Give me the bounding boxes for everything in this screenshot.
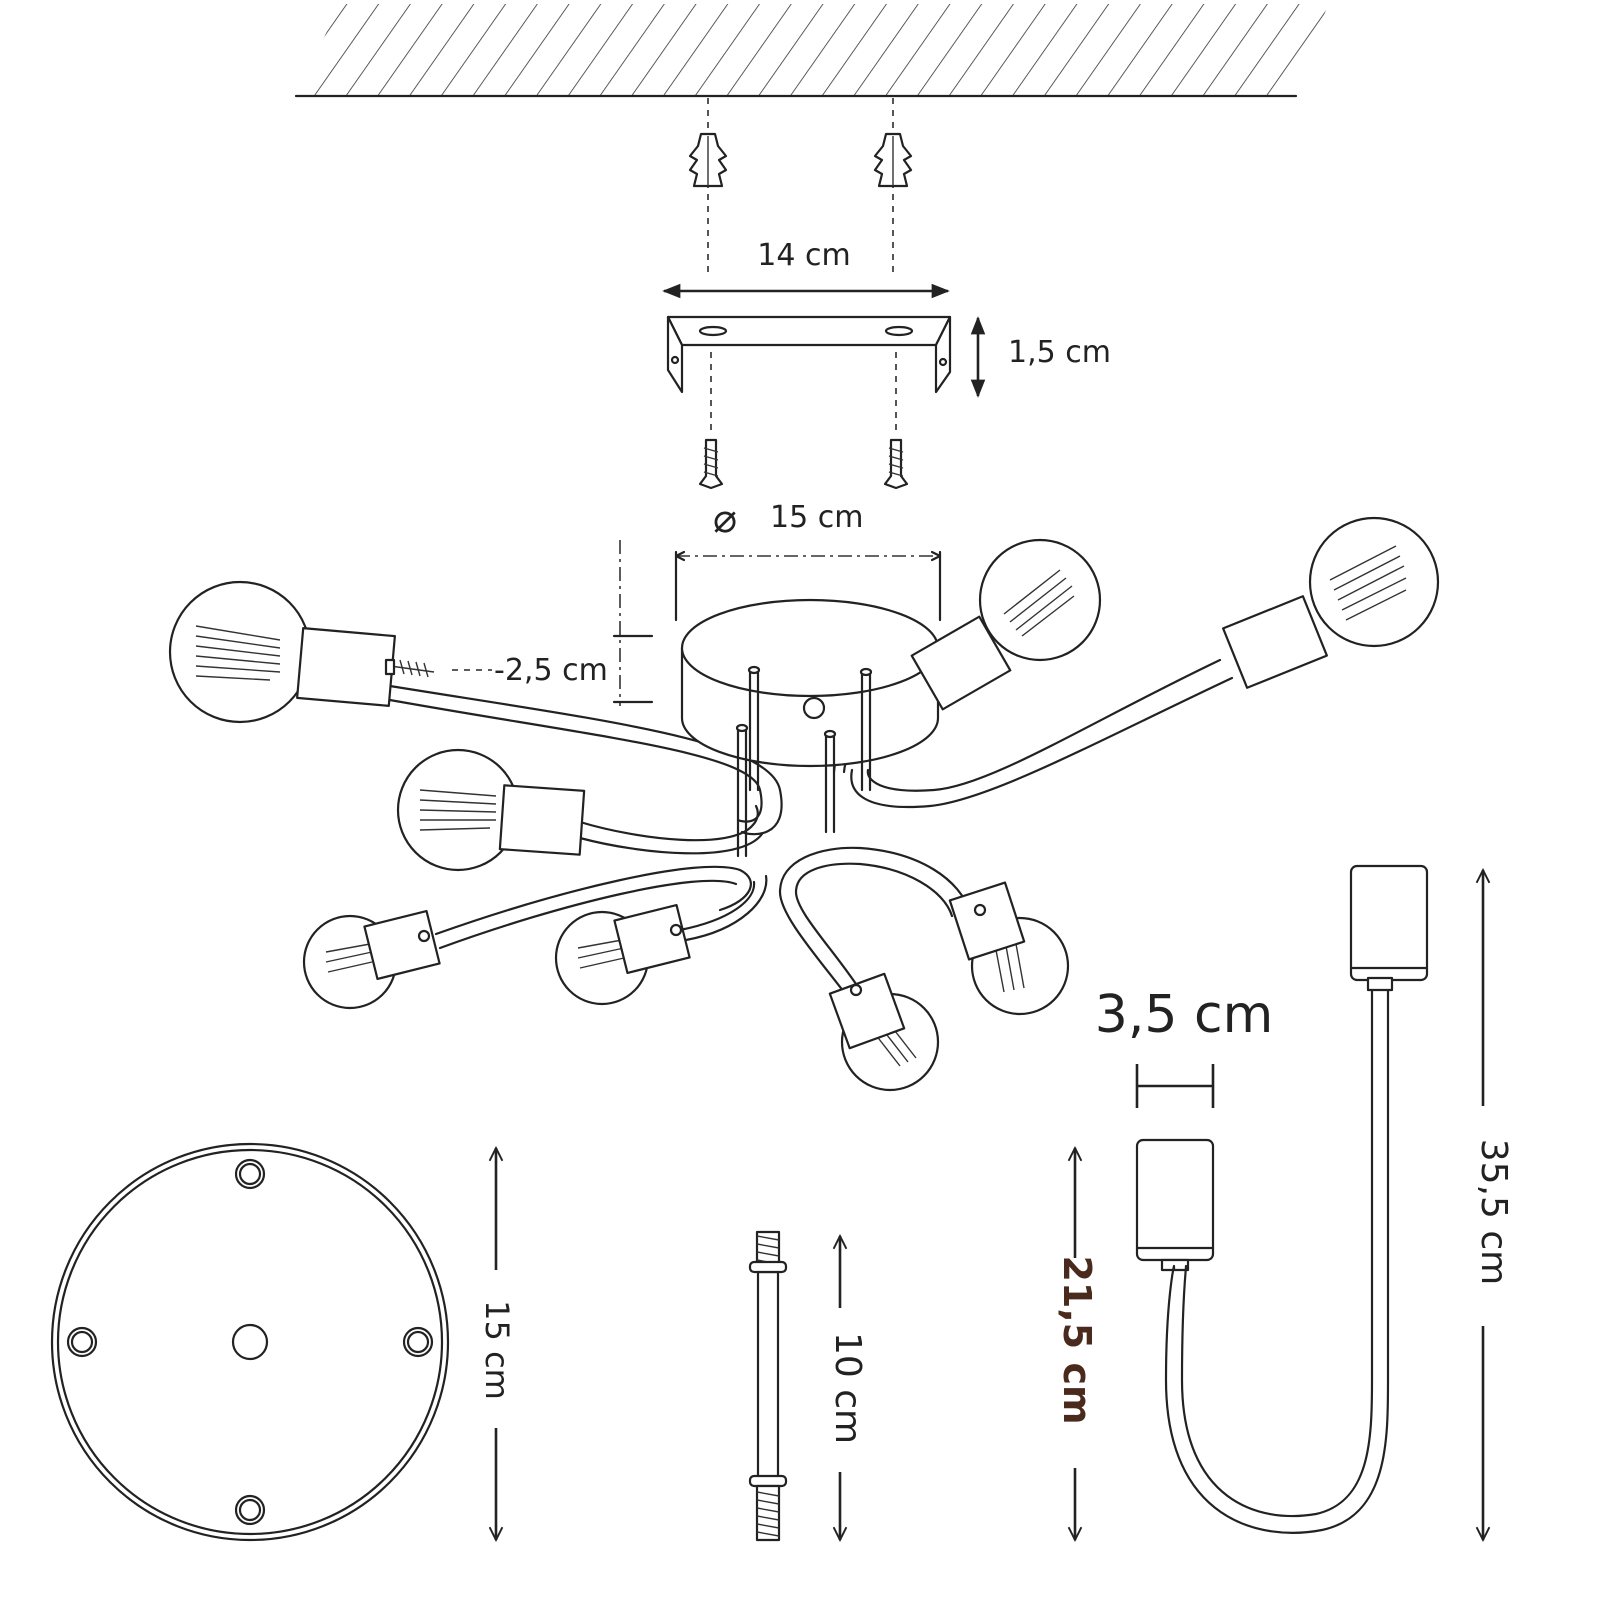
canopy-height-label: 15 cm — [478, 1300, 516, 1400]
canopy-diameter-label: 15 cm — [770, 500, 863, 535]
mounting-bracket — [666, 315, 952, 394]
canopy — [680, 598, 940, 858]
short-arm-label: 21,5 cm — [1055, 1255, 1099, 1424]
wall-plug-right — [873, 132, 913, 188]
bracket-height-label: 1,5 cm — [1008, 335, 1111, 370]
socket-width-label: 3,5 cm — [1095, 985, 1273, 1045]
bulb-lower-left-2 — [554, 903, 691, 1006]
bulb-top-left — [168, 580, 435, 724]
rod-length-label: 10 cm — [827, 1332, 868, 1444]
bracket-height-dimension: 1,5 cm — [970, 316, 1111, 398]
long-arm-label: 35,5 cm — [1473, 1139, 1514, 1285]
long-arm-dimension: 35,5 cm — [1473, 870, 1514, 1540]
bracket-length-label: 14 cm — [757, 238, 850, 273]
bulb-far-right — [1222, 516, 1440, 689]
bracket-length-dimension: 14 cm — [662, 238, 950, 299]
bulb-middle-left — [396, 748, 586, 872]
wall-plug-left — [688, 132, 728, 188]
socket-width-dimension: 3,5 cm — [1095, 985, 1273, 1108]
bulb-lower-center — [828, 972, 940, 1092]
screw-depth-dimension: -2,5 cm — [452, 540, 654, 706]
ceiling-hatch — [294, 4, 1328, 98]
canopy-plate-top-view — [50, 1142, 450, 1542]
canopy-height-dimension: 15 cm — [478, 1148, 516, 1540]
bulb-top-right-small — [910, 538, 1102, 711]
screw-depth-label: -2,5 cm — [494, 653, 608, 688]
threaded-rod — [748, 1230, 788, 1542]
bulb-lower-left-1 — [302, 909, 441, 1010]
short-arm-part — [1135, 986, 1390, 1534]
short-arm-dimension: 21,5 cm — [1055, 1148, 1099, 1540]
screw-right — [883, 438, 909, 490]
rod-length-dimension: 10 cm — [827, 1236, 868, 1540]
long-arm-part — [1349, 864, 1429, 992]
screw-left — [698, 438, 724, 490]
diameter-symbol: ⌀ — [713, 496, 737, 542]
canopy-diameter-dimension: ⌀ 15 cm — [674, 496, 942, 622]
bulb-lower-right — [948, 881, 1070, 1016]
